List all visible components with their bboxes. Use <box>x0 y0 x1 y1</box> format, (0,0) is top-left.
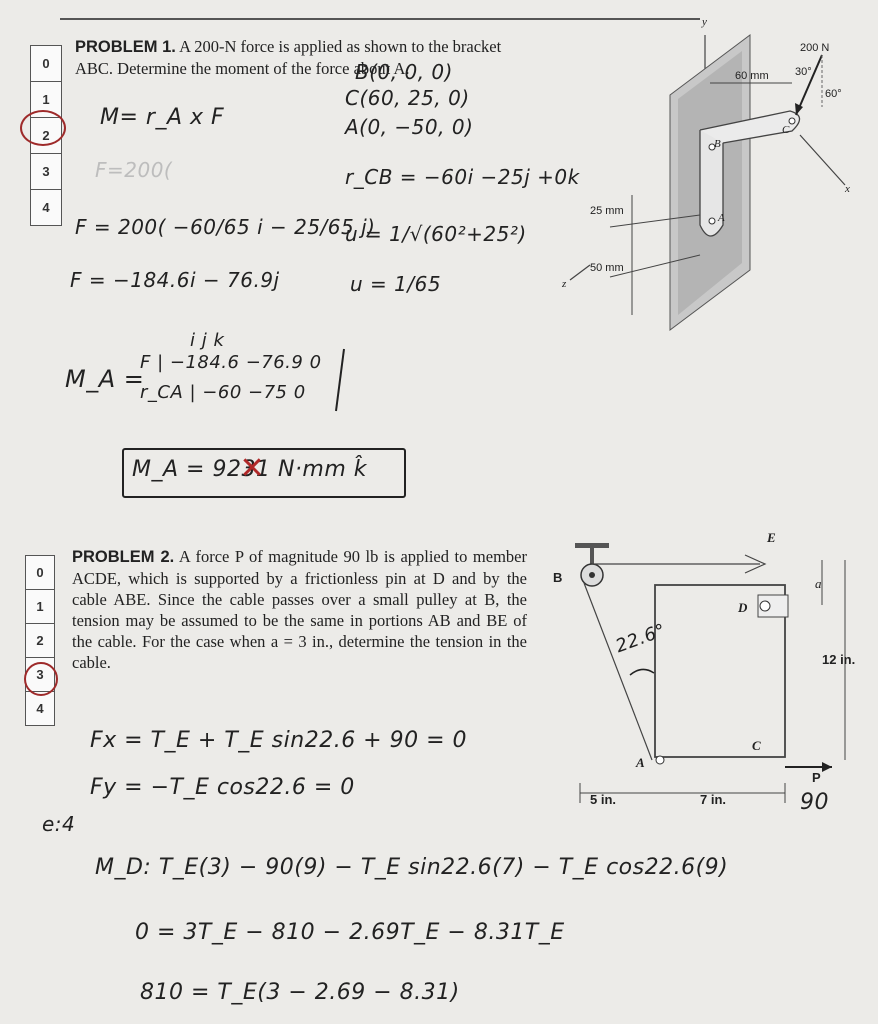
score-cell[interactable]: 0 <box>31 46 61 82</box>
cable-arrow-e <box>744 554 767 574</box>
a-value-note: e:4 <box>42 812 76 836</box>
force-200n-label: 200 N <box>800 42 830 54</box>
answer-prefix: M_A = 92 <box>132 457 242 482</box>
problem2-diagram <box>575 543 846 803</box>
r-cb-vector: r_CB = −60i −25j +0k <box>345 165 580 189</box>
c-coordinate: C(60, 25, 0) <box>345 86 470 110</box>
moment-formula: M= r_A x F <box>100 105 225 130</box>
answer-suffix: 1 N·mm k̂ <box>255 457 367 482</box>
determinant-row-r: r_CA | −60 −75 0 <box>140 382 306 403</box>
force-p-label: P <box>812 770 821 785</box>
pulley-support <box>575 543 609 548</box>
dim-50mm-label: 50 mm <box>590 262 624 274</box>
dim-a-label: a <box>815 576 822 591</box>
bracket-upright <box>699 130 724 237</box>
point-c-label: C <box>752 738 761 753</box>
b-coordinate: B(0, 0, 0) <box>355 60 453 84</box>
u-equation: u = 1/√(60²+25²) <box>345 222 527 246</box>
angle-arc-hand <box>629 668 655 676</box>
pin-d <box>759 600 771 612</box>
force-unit-vector: F = 200( −60/65 i − 25/65 j) <box>75 215 376 239</box>
dim-60mm-label: 60 mm <box>735 70 769 82</box>
equation-simplified: 0 = 3T_E − 810 − 2.69T_E − 8.31T_E <box>135 920 565 945</box>
axis-y-label: y <box>702 16 707 28</box>
answer-box <box>122 448 406 498</box>
force-arrow <box>795 54 823 116</box>
cable-ab <box>583 582 653 761</box>
fy-equation: Fy = −T_E cos22.6 = 0 <box>90 775 355 800</box>
a-coordinate: A(0, −50, 0) <box>345 115 474 139</box>
point-c-label: C <box>782 124 790 136</box>
u-result: u = 1/65 <box>350 272 442 296</box>
x-axis-line <box>799 134 846 186</box>
point-a-label: A <box>718 212 725 224</box>
problem1-statement: PROBLEM 1. A 200-N force is applied as s… <box>75 36 505 79</box>
point-a-label: A <box>636 755 645 770</box>
angle-60-label: 60° <box>825 88 842 100</box>
axis-z-label: z <box>562 278 567 290</box>
dim-12in-label: 12 in. <box>822 652 856 667</box>
point-a-dot <box>708 217 716 225</box>
p-value-hand: 90 <box>800 790 829 815</box>
point-e-label: E <box>767 530 776 545</box>
problem1-text: A 200-N force is applied as shown to the… <box>75 37 502 78</box>
equation-factored: 810 = T_E(3 − 2.69 − 8.31) <box>140 980 460 1005</box>
determinant-row-f: F | −184.6 −76.9 0 <box>140 352 322 373</box>
problem2-statement: PROBLEM 2. A force P of magnitude 90 lb … <box>72 546 527 673</box>
determinant-right-bar <box>335 348 345 412</box>
angle-30-label: 30° <box>795 66 812 78</box>
dim-5in-label: 5 in. <box>590 792 617 807</box>
dim-50-line <box>609 254 701 278</box>
problem1-diagram <box>569 34 846 331</box>
axis-x-label: x <box>845 183 850 195</box>
pin-bracket-d <box>757 594 789 618</box>
dim-25-line <box>609 214 701 228</box>
point-d-label: D <box>738 600 748 615</box>
dim-25mm-label: 25 mm <box>590 205 624 217</box>
point-b-dot <box>708 143 716 151</box>
moment-d-equation: M_D: T_E(3) − 90(9) − T_E sin22.6(7) − T… <box>95 855 729 880</box>
problem2-text: A force P of magnitude 90 lb is applied … <box>72 547 527 672</box>
dim-7in-label: 7 in. <box>700 792 727 807</box>
score-cell[interactable]: 1 <box>26 590 54 624</box>
z-axis-line <box>569 264 591 281</box>
score-circle-mark <box>24 662 58 696</box>
force-arrow-head <box>795 103 803 115</box>
score-cell[interactable]: 2 <box>26 624 54 658</box>
score-cell[interactable]: 4 <box>42 200 50 215</box>
point-b-label: B <box>714 138 721 150</box>
bracket-arm <box>699 110 801 144</box>
ijk-header: i j k <box>190 330 225 351</box>
problem2-score-column: 0 1 2 3 4 <box>25 555 55 726</box>
point-c-dot <box>788 117 796 125</box>
problem2-heading: PROBLEM 2. <box>72 548 175 566</box>
score-circle-mark <box>20 110 66 146</box>
top-rule <box>60 18 700 20</box>
answer-line: M_A = 923✕1 N·mm k̂ <box>132 451 367 486</box>
answer-struck-digit: 3✕ <box>239 451 266 486</box>
force-result: F = −184.6i − 76.9j <box>70 268 280 292</box>
fx-equation: Fx = T_E + T_E sin22.6 + 90 = 0 <box>90 728 468 753</box>
point-a-dot <box>655 755 665 765</box>
ma-label: M_A = <box>65 365 145 393</box>
point-b-label: B <box>553 570 563 585</box>
score-cell[interactable]: 4 <box>36 701 44 716</box>
score-cell[interactable]: 0 <box>26 556 54 590</box>
problem1-heading: PROBLEM 1. <box>75 38 176 56</box>
faded-erased-text: F=200( <box>95 158 173 182</box>
score-cell[interactable]: 3 <box>31 154 61 190</box>
member-acde <box>654 584 786 758</box>
